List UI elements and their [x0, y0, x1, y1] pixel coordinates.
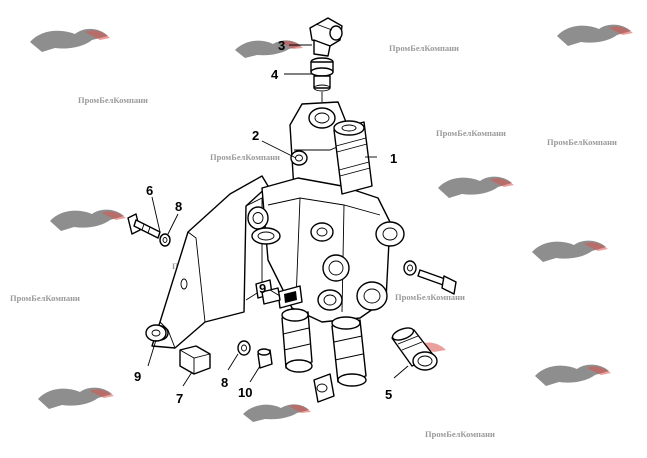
washer: [403, 260, 417, 276]
watermark-logo: [38, 387, 114, 409]
watermark-text: ПромБелКомпани: [547, 137, 617, 147]
leader-lines: [147, 44, 409, 387]
spacer: [257, 348, 273, 369]
watermark-text: ПромБелКомпани: [425, 429, 495, 439]
watermark-text: ПромБелКомпани: [10, 293, 80, 303]
bolt: [417, 269, 457, 295]
mounting-bracket: [151, 175, 269, 349]
connector-plate: [261, 287, 281, 305]
callout-label: 2: [252, 128, 259, 143]
callout-label: 6: [146, 183, 153, 198]
watermark-logo: [532, 240, 608, 262]
watermark-text: ПромБелКомпани: [78, 95, 148, 105]
callout-label: 5: [385, 387, 392, 402]
callout-label: 7: [176, 391, 183, 406]
watermark-text: ПромБелКомпани: [210, 152, 280, 162]
watermark-logo: [557, 24, 633, 46]
watermark-logo: [438, 176, 514, 198]
callout-label: 9: [259, 281, 266, 296]
watermark-text: ПромБелКомпани: [395, 292, 465, 302]
callout-label: 1: [390, 151, 397, 166]
solenoid-coil: [333, 120, 373, 195]
watermark-logo: [535, 364, 611, 386]
hex-nut: [179, 345, 211, 375]
callout-label: 3: [278, 38, 285, 53]
solenoid-coil: [281, 308, 313, 373]
washer: [145, 324, 167, 342]
solenoid-coil: [331, 316, 367, 387]
bolt: [127, 213, 161, 239]
washer: [237, 340, 251, 356]
watermark-text: ПромБелКомпани: [389, 43, 459, 53]
adapter-fitting: [310, 57, 334, 102]
callout-label: 10: [238, 385, 252, 400]
elbow-connector: [309, 17, 343, 57]
callout-label: 8: [221, 375, 228, 390]
threaded-fitting: [391, 327, 438, 371]
watermark-text: ПромБелКомпани: [436, 128, 506, 138]
watermark-logo: [243, 404, 311, 422]
watermark-logo: [235, 40, 303, 58]
callout-label: 9: [134, 369, 141, 384]
callout-label: 8: [175, 199, 182, 214]
watermark-logo: [50, 209, 126, 231]
callout-label: 4: [271, 67, 279, 82]
watermark-logo: [30, 28, 110, 52]
washer: [159, 233, 171, 247]
